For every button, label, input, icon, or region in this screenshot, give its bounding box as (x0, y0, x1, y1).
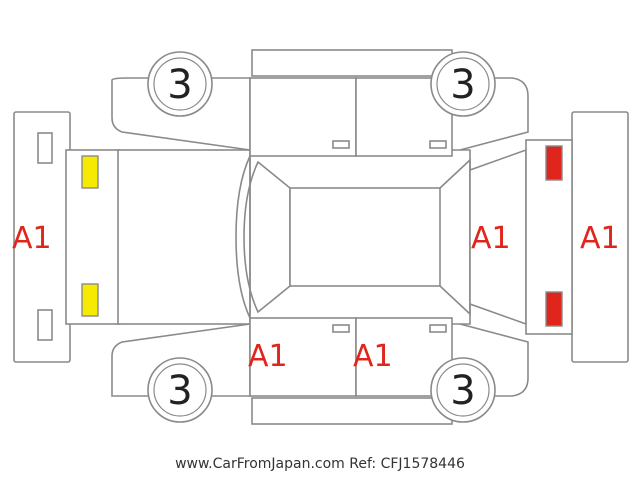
front-lamp-lower (81, 283, 99, 317)
right-rear-handle (429, 140, 447, 149)
wheel-rear-right: 3 (430, 51, 496, 117)
grade-left-front-door: A1 (248, 339, 288, 374)
left-rear-handle (429, 324, 447, 333)
wheel-rear-left: 3 (430, 357, 496, 423)
left-front-handle (332, 324, 350, 333)
reference-caption: www.CarFromJapan.com Ref: CFJ1578446 (175, 456, 465, 472)
left-rear-quarter (452, 323, 529, 397)
rear-pillar (439, 158, 471, 316)
rear-lamp-upper (545, 145, 563, 181)
front-bumper-fog-lower (37, 309, 53, 341)
roof (289, 187, 441, 287)
hood (117, 149, 251, 325)
grade-rear-glass: A1 (471, 221, 511, 256)
wheel-grade-rear-right: 3 (450, 62, 475, 108)
windshield (243, 160, 291, 314)
front-lamp-upper (81, 155, 99, 189)
grade-front-bumper: A1 (12, 221, 52, 256)
grade-left-rear-door: A1 (353, 339, 393, 374)
wheel-grade-rear-left: 3 (450, 368, 475, 414)
rear-lamp-lower (545, 291, 563, 327)
left-roof-rail (251, 397, 453, 425)
wheel-front-left: 3 (147, 357, 213, 423)
windshield-outer (235, 155, 251, 319)
right-roof-rail (251, 49, 453, 77)
grade-rear-bumper: A1 (580, 221, 620, 256)
right-rear-quarter (452, 77, 529, 151)
wheel-grade-front-right: 3 (167, 62, 192, 108)
wheel-grade-front-left: 3 (167, 368, 192, 414)
right-front-handle (332, 140, 350, 149)
wheel-front-right: 3 (147, 51, 213, 117)
front-bumper-fog-upper (37, 132, 53, 164)
